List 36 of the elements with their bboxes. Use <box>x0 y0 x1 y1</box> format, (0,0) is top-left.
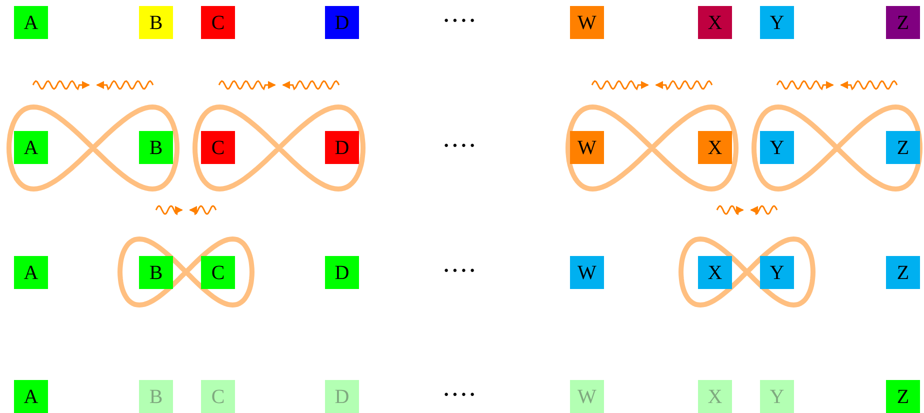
letter-box: Z <box>886 6 920 39</box>
letter-box: Y <box>760 131 794 164</box>
letter-box: B <box>139 380 173 413</box>
letter-box: Z <box>886 380 920 413</box>
letter-box: Y <box>760 380 794 413</box>
letter-box: Y <box>760 6 794 39</box>
letter-box: W <box>570 6 604 39</box>
letter-box: B <box>139 6 173 39</box>
letter-box: B <box>139 256 173 289</box>
letter-box: D <box>325 256 359 289</box>
letter-box: A <box>14 131 48 164</box>
letter-box: W <box>570 131 604 164</box>
letter-box: D <box>325 380 359 413</box>
ellipsis-label: ···· <box>443 11 478 31</box>
letter-box: X <box>698 256 732 289</box>
letter-box: C <box>201 380 235 413</box>
letter-box: C <box>201 6 235 39</box>
letter-box: Z <box>886 256 920 289</box>
ellipsis-label: ···· <box>443 261 478 281</box>
letter-box: X <box>698 6 732 39</box>
letter-box: A <box>14 256 48 289</box>
ellipsis-label: ···· <box>443 385 478 405</box>
letter-box: Z <box>886 131 920 164</box>
letter-box: X <box>698 380 732 413</box>
letter-box: C <box>201 131 235 164</box>
letter-box: W <box>570 380 604 413</box>
letter-box: D <box>325 6 359 39</box>
ellipsis-label: ···· <box>443 136 478 156</box>
letter-box: C <box>201 256 235 289</box>
letter-box: D <box>325 131 359 164</box>
letter-box: X <box>698 131 732 164</box>
letter-box: A <box>14 380 48 413</box>
letter-box: A <box>14 6 48 39</box>
letter-box: B <box>139 131 173 164</box>
letter-box: W <box>570 256 604 289</box>
letter-box: Y <box>760 256 794 289</box>
